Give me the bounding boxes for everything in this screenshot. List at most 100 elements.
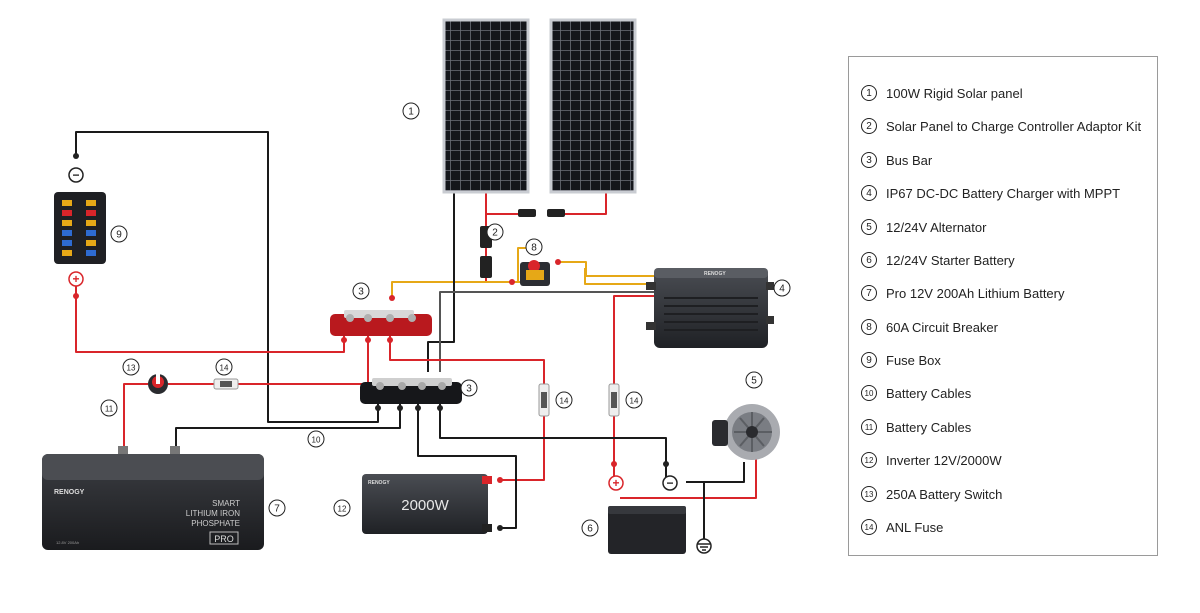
fusebox-plus-terminal [68, 271, 84, 287]
anl-fuses [213, 378, 620, 417]
legend-number: 12 [861, 452, 877, 468]
alternator-positive-wire [620, 458, 757, 499]
callout-bus-bar-black: 3 [460, 379, 478, 397]
svg-text:13: 13 [127, 364, 136, 373]
legend-label: Inverter 12V/2000W [886, 452, 1002, 468]
legend-number: 3 [861, 152, 877, 168]
fusebox-positive-wire [75, 278, 345, 353]
callout-alternator: 5 [745, 371, 763, 389]
legend-label: Pro 12V 200Ah Lithium Battery [886, 285, 1065, 301]
legend-number: 2 [861, 118, 877, 134]
svg-text:+: + [72, 272, 79, 286]
battery-line1: SMART [212, 499, 240, 508]
svg-text:4: 4 [779, 284, 785, 295]
svg-text:6: 6 [587, 524, 593, 535]
legend-number: 9 [861, 352, 877, 368]
bus-bar-positive [330, 295, 432, 343]
lithium-battery: RENOGY SMART LITHIUM IRON PHOSPHATE PRO … [42, 446, 264, 550]
callout-starter-battery: 6 [581, 519, 599, 537]
legend-item: 4 IP67 DC-DC Battery Charger with MPPT [861, 182, 1120, 204]
circuit-breaker [509, 259, 561, 286]
legend-item: 2 Solar Panel to Charge Controller Adapt… [861, 115, 1141, 137]
svg-text:14: 14 [630, 397, 639, 406]
svg-text:7: 7 [274, 504, 280, 515]
legend-item: 1 100W Rigid Solar panel [861, 82, 1023, 104]
legend-item: 12 Inverter 12V/2000W [861, 449, 1002, 471]
charger-ground-wire [439, 291, 654, 372]
legend-number: 10 [861, 385, 877, 401]
legend-number: 7 [861, 285, 877, 301]
battery-negative-wire [175, 402, 401, 450]
starter-battery: + − [608, 461, 686, 554]
legend-panel: 1 100W Rigid Solar panel 2 Solar Panel t… [848, 56, 1158, 556]
svg-text:11: 11 [105, 405, 114, 414]
legend-item: 8 60A Circuit Breaker [861, 316, 998, 338]
pv-wire-to-charger-a [486, 261, 654, 283]
svg-text:−: − [666, 476, 673, 490]
legend-number: 8 [861, 319, 877, 335]
legend-item: 3 Bus Bar [861, 149, 932, 171]
svg-text:1: 1 [408, 107, 414, 118]
charger-starter-wire [613, 295, 654, 478]
legend-label: ANL Fuse [886, 519, 944, 535]
legend-number: 1 [861, 85, 877, 101]
legend-item: 11 Battery Cables [861, 416, 971, 438]
legend-label: 250A Battery Switch [886, 486, 1003, 502]
inverter: RENOGY 2000W [362, 474, 503, 534]
callout-adaptor-kit: 2 [486, 223, 504, 241]
callout-solar-panels: 1 [402, 102, 420, 120]
callout-bus-bar-red: 3 [352, 282, 370, 300]
inverter-positive-wire [389, 336, 545, 481]
callout-battery-cables-b: 11 [100, 399, 118, 417]
pv-positive-wire [548, 190, 607, 215]
starter-negative-wire [439, 402, 667, 478]
svg-text:14: 14 [560, 397, 569, 406]
callout-circuit-breaker: 8 [525, 238, 543, 256]
svg-text:−: − [72, 168, 79, 182]
legend-label: 100W Rigid Solar panel [886, 85, 1023, 101]
svg-text:3: 3 [466, 384, 472, 395]
legend-label: Bus Bar [886, 152, 933, 168]
legend-label: Battery Cables [886, 385, 972, 401]
svg-text:8: 8 [531, 243, 537, 254]
legend-number: 11 [861, 419, 877, 435]
solar-panel-left [442, 18, 530, 194]
legend-label: Battery Cables [886, 419, 972, 435]
legend-number: 6 [861, 252, 877, 268]
battery-line2: LITHIUM IRON [186, 509, 240, 518]
callout-fuse-box: 9 [110, 225, 128, 243]
svg-text:+: + [612, 476, 619, 490]
battery-brand: RENOGY [54, 489, 85, 496]
callout-anl-fuse-b: 14 [555, 391, 573, 409]
dcdc-charger: RENOGY [646, 268, 774, 348]
wiring-diagram: RENOGY [42, 18, 791, 554]
battery-spec: 12.8V 200Ah [56, 540, 79, 545]
callout-dcdc-charger: 4 [773, 279, 791, 297]
callout-inverter: 12 [333, 499, 351, 517]
solar-panel-right [549, 18, 637, 194]
callout-battery-switch: 13 [122, 358, 140, 376]
svg-text:14: 14 [220, 364, 229, 373]
legend-number: 13 [861, 486, 877, 502]
legend-item: 6 12/24V Starter Battery [861, 249, 1015, 271]
adaptor-kit [480, 209, 565, 278]
svg-text:12: 12 [338, 505, 347, 514]
legend-item: 14 ANL Fuse [861, 516, 943, 538]
callout-anl-fuse-c: 14 [625, 391, 643, 409]
callouts: 1 2 8 4 3 3 9 13 [100, 102, 791, 537]
solar-panels [442, 18, 637, 194]
ground-wire [686, 462, 745, 540]
svg-text:9: 9 [116, 230, 122, 241]
legend-number: 4 [861, 185, 877, 201]
inverter-brand: RENOGY [368, 480, 390, 486]
svg-text:5: 5 [751, 376, 757, 387]
legend-label: Fuse Box [886, 352, 941, 368]
fusebox-negative-wire [75, 131, 379, 423]
starter-minus-terminal [662, 475, 678, 491]
legend-number: 5 [861, 219, 877, 235]
legend-item: 9 Fuse Box [861, 349, 941, 371]
inverter-negative-wire [417, 402, 517, 529]
callout-battery-cables-a: 10 [307, 430, 325, 448]
callout-lithium-battery: 7 [268, 499, 286, 517]
fuse-box: − + [54, 153, 106, 299]
